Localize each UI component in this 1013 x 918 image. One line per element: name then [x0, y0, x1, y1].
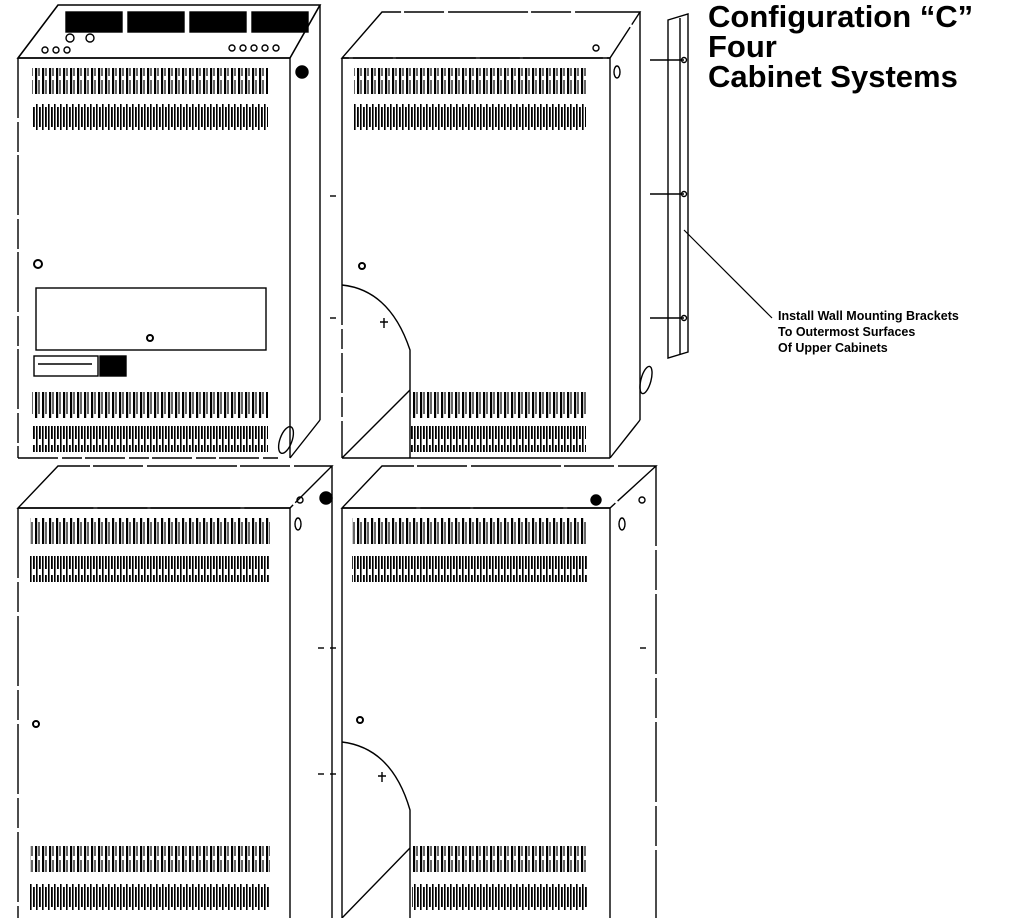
callout-line-2: To Outermost Surfaces [778, 325, 916, 339]
diagram-title: Configuration “C” Four Cabinet Systems [708, 0, 974, 94]
title-line-1: Configuration “C” [708, 0, 974, 34]
callout-line-1: Install Wall Mounting Brackets [778, 309, 959, 323]
callout-line-3: Of Upper Cabinets [778, 341, 888, 355]
wall-mounting-bracket [650, 13, 773, 359]
title-line-3: Cabinet Systems [708, 59, 958, 94]
upper-right-cabinet [330, 11, 653, 459]
upper-left-cabinet [16, 4, 322, 459]
bracket-callout: Install Wall Mounting Brackets To Outerm… [778, 308, 959, 356]
lower-left-cabinet [16, 465, 334, 918]
lower-right-cabinet [330, 465, 658, 918]
title-line-2: Four [708, 29, 777, 64]
